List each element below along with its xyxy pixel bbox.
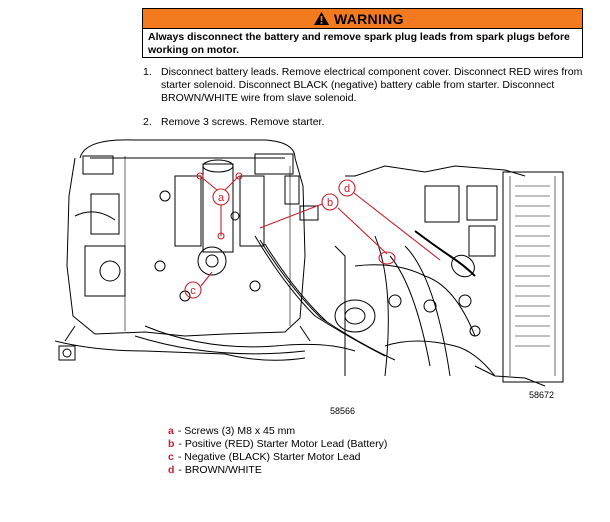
engine-figure: a b c d 58566 58672 <box>54 136 580 416</box>
step-text: Remove 3 screws. Remove starter. <box>161 116 325 128</box>
warning-text: Always disconnect the battery and remove… <box>148 31 570 56</box>
legend-text: - Negative (BLACK) Starter Motor Lead <box>177 451 361 463</box>
legend-item: c- Negative (BLACK) Starter Motor Lead <box>168 451 387 464</box>
legend-text: - BROWN/WHITE <box>178 464 262 476</box>
legend-key: b <box>168 438 175 450</box>
legend-text: - Screws (3) M8 x 45 mm <box>177 425 296 437</box>
callout-a: a <box>218 192 225 204</box>
step-1: 1. Disconnect battery leads. Remove elec… <box>143 66 588 105</box>
figure-number-left: 58566 <box>330 406 356 416</box>
step-number: 2. <box>143 116 152 128</box>
legend-key: d <box>168 464 175 476</box>
warning-header: WARNING <box>143 9 582 29</box>
warning-box: WARNING Always disconnect the battery an… <box>142 8 583 58</box>
instruction-steps: 1. Disconnect battery leads. Remove elec… <box>143 66 588 140</box>
engine-line-drawing: a b c d <box>54 139 564 387</box>
step-number: 1. <box>143 66 152 78</box>
step-2: 2. Remove 3 screws. Remove starter. <box>143 116 588 129</box>
legend-item: b- Positive (RED) Starter Motor Lead (Ba… <box>168 438 387 451</box>
figure-legend: a- Screws (3) M8 x 45 mm b- Positive (RE… <box>168 425 387 477</box>
warning-title: WARNING <box>334 10 404 27</box>
legend-text: - Positive (RED) Starter Motor Lead (Bat… <box>178 438 388 450</box>
callout-b: b <box>327 197 333 209</box>
figure-number-right: 58672 <box>529 390 555 400</box>
callout-d: d <box>344 183 350 195</box>
step-text: Disconnect battery leads. Remove electri… <box>161 66 583 104</box>
legend-item: d- BROWN/WHITE <box>168 464 387 477</box>
legend-item: a- Screws (3) M8 x 45 mm <box>168 425 387 438</box>
warning-triangle-icon <box>314 12 329 25</box>
legend-key: a <box>168 425 174 437</box>
callout-c: c <box>190 285 196 297</box>
legend-key: c <box>168 451 174 463</box>
